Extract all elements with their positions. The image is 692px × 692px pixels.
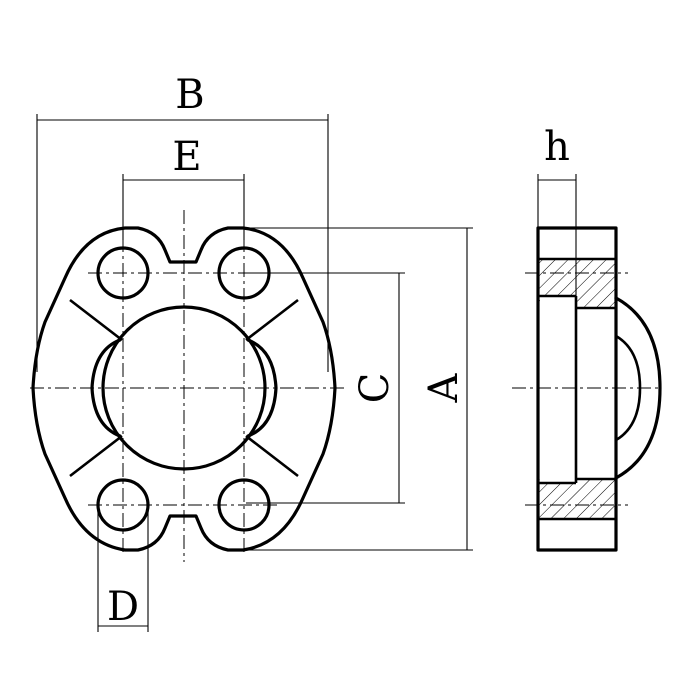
front-view	[30, 210, 345, 562]
web-line-bl	[69, 434, 123, 478]
dim-label-b: B	[175, 72, 204, 118]
counterbore-clear-top	[540, 296, 576, 308]
dim-label-d: D	[107, 584, 139, 630]
section-hatch-bottom	[538, 479, 616, 519]
web-line-tl	[69, 298, 123, 342]
dim-label-c: C	[352, 373, 398, 404]
counterbore-clear-bottom	[540, 479, 576, 483]
dim-label-a: A	[421, 372, 467, 403]
dimensions: B E C A D	[36, 72, 473, 632]
side-body	[536, 226, 618, 552]
dim-label-h: h	[544, 124, 570, 170]
web-line-br	[245, 434, 299, 478]
dim-label-e: E	[172, 134, 201, 180]
side-hub	[614, 296, 662, 480]
web-line-tr	[245, 298, 299, 342]
side-view: h	[512, 124, 662, 552]
